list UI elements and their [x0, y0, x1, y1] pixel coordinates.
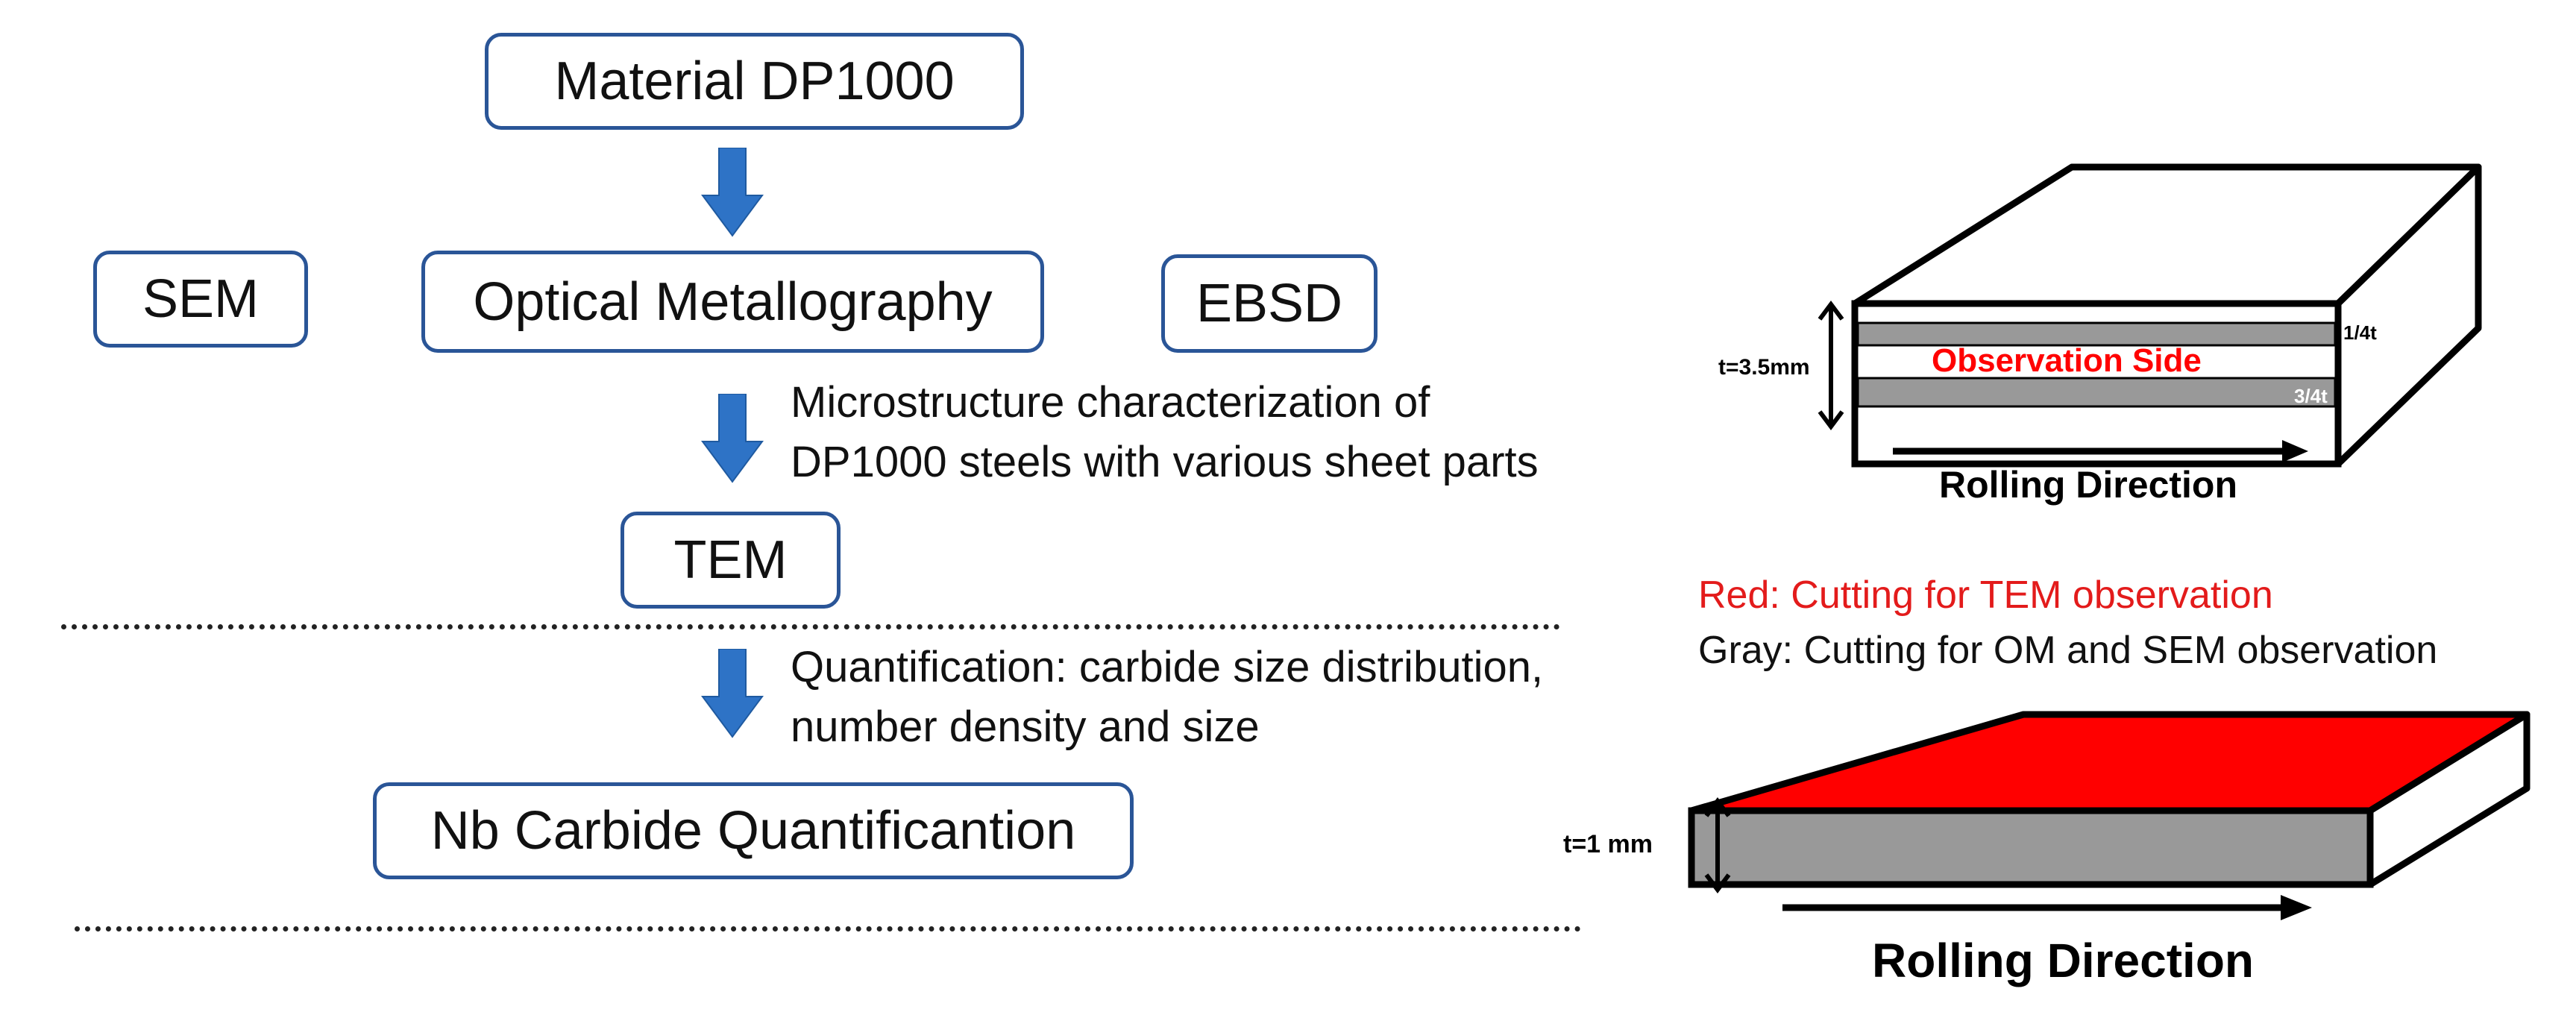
block1-rolling-direction-label: Rolling Direction [1939, 464, 2237, 506]
down-arrow-icon [701, 394, 764, 483]
ebsd-box: EBSD [1161, 254, 1377, 353]
optical-metallography-label: Optical Metallography [473, 271, 993, 332]
tem-box: TEM [621, 512, 841, 609]
material-dp1000-box: Material DP1000 [485, 33, 1024, 130]
legend-gray: Gray: Cutting for OM and SEM observation [1698, 629, 2438, 672]
sem-label: SEM [142, 269, 260, 329]
material-dp1000-label: Material DP1000 [554, 51, 955, 111]
quantification-note: Quantification: carbide size distributio… [791, 638, 1543, 757]
tem-label: TEM [673, 530, 788, 590]
optical-metallography-box: Optical Metallography [421, 251, 1044, 353]
nb-carbide-quantification-box: Nb Carbide Quantificantion [373, 782, 1134, 879]
ebsd-label: EBSD [1196, 274, 1343, 333]
quantification-note-line2: number density and size [791, 703, 1260, 751]
legend-red: Red: Cutting for TEM observation [1698, 574, 2273, 617]
sem-box: SEM [93, 251, 308, 348]
block1-thickness-label: t=3.5mm [1718, 355, 1810, 380]
block1-quarter-bottom-label: 3/4t [2294, 385, 2328, 407]
block1-observation-label: Observation Side [1932, 342, 2202, 379]
microstructure-note: Microstructure characterization of DP100… [791, 373, 1539, 492]
down-arrow-icon [701, 148, 764, 237]
quantification-note-line1: Quantification: carbide size distributio… [791, 643, 1544, 691]
down-arrow-icon [701, 649, 764, 738]
dotted-separator-top [61, 624, 1560, 629]
dotted-separator-bottom [75, 926, 1581, 931]
microstructure-note-line2: DP1000 steels with various sheet parts [791, 438, 1539, 486]
nb-carbide-quantification-label: Nb Carbide Quantificantion [430, 801, 1076, 861]
block1-quarter-top-label: 1/4t [2343, 321, 2377, 344]
microstructure-note-line1: Microstructure characterization of [791, 378, 1430, 427]
